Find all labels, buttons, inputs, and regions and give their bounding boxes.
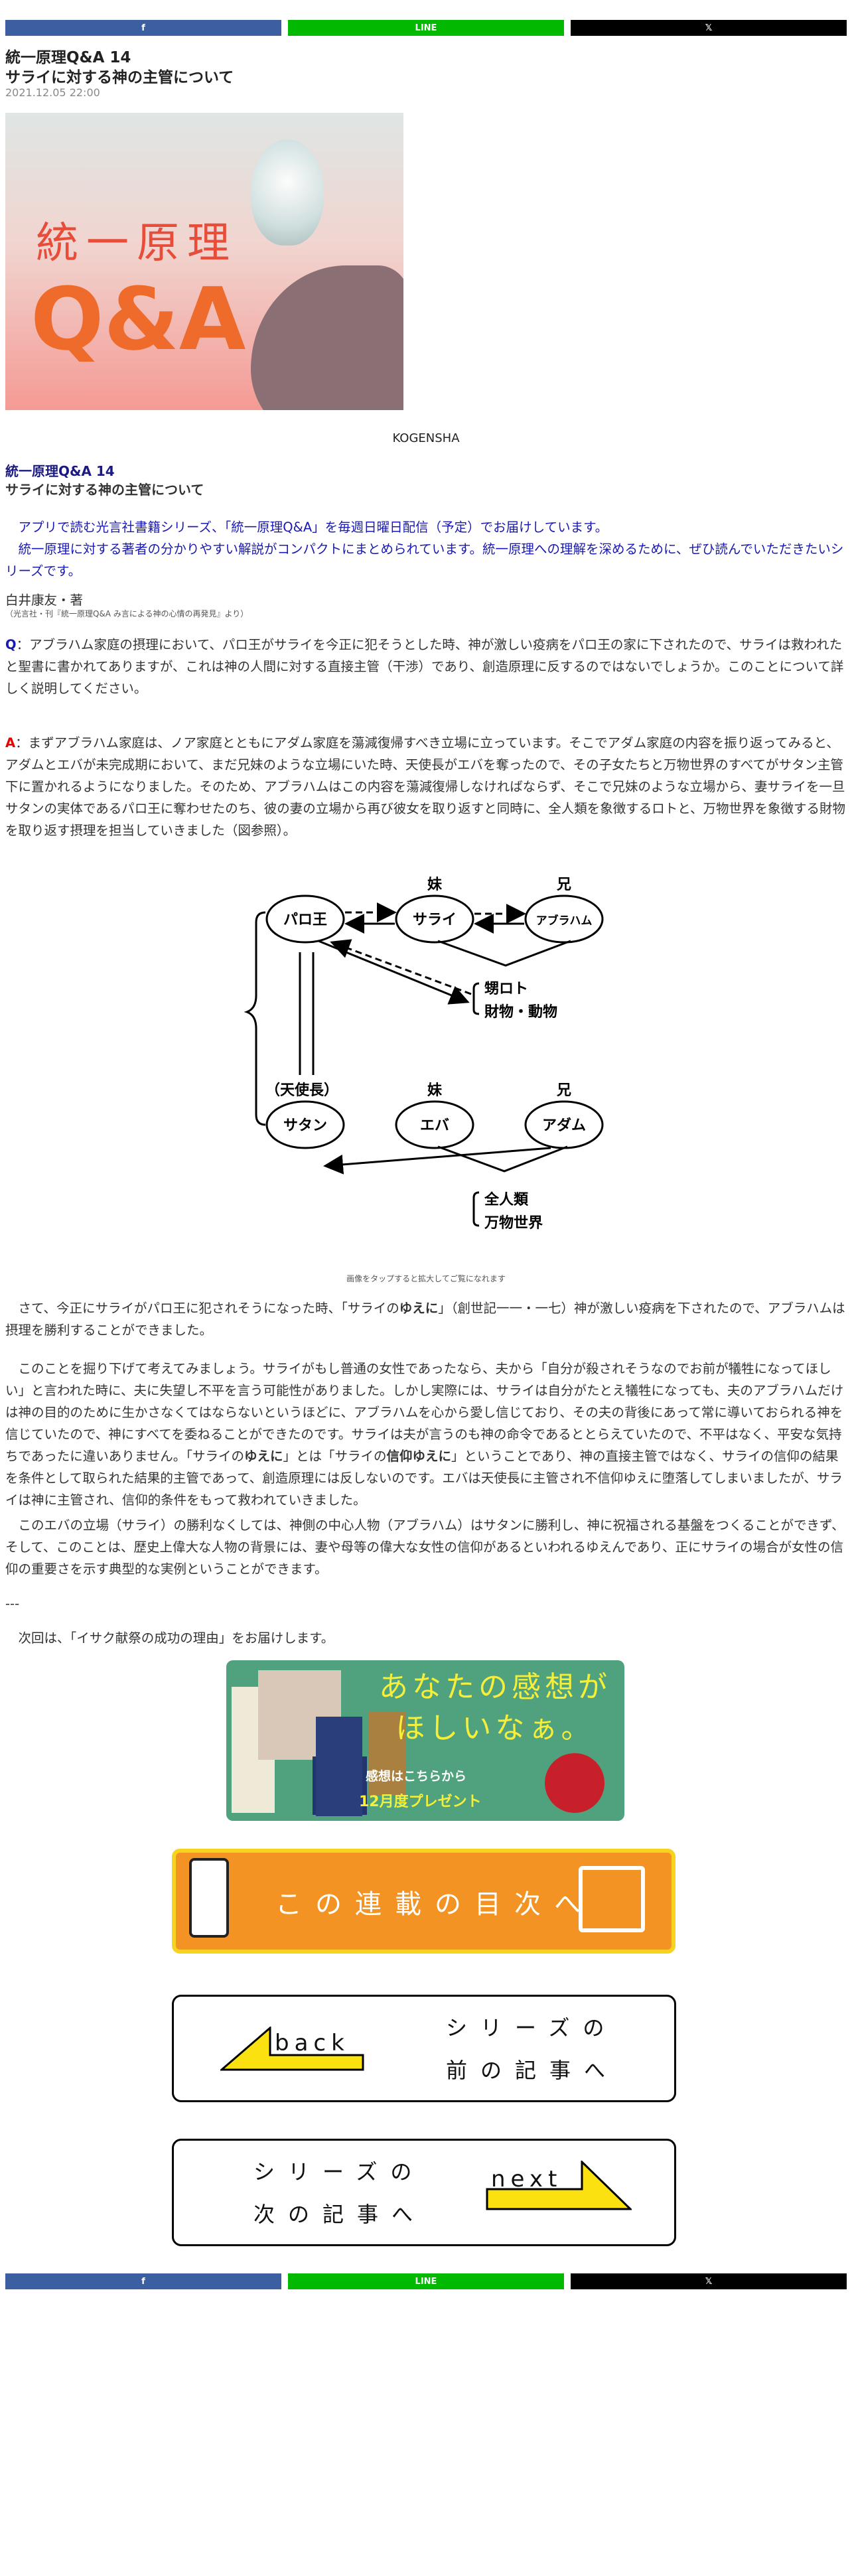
intro-line-2: 統一原理に対する著者の分かりやすい解説がコンパクトにまとめられています。統一原理… [5, 541, 844, 579]
x-share-button[interactable]: 𝕏 [571, 20, 847, 36]
label-world: 万物世界 [484, 1214, 543, 1232]
node-paro: パロ王 [283, 912, 327, 928]
label-imouto-1: 妹 [427, 877, 443, 893]
share-bar-bottom: f LINE 𝕏 [5, 2273, 847, 2289]
emphasis: ゆえに [399, 1301, 439, 1316]
feedback-banner[interactable]: あなたの感想がほしいなぁ。 感想はこちらから 12月度プレゼント [226, 1660, 624, 1821]
hero-text-2: Q&A [31, 269, 246, 370]
prev-text: シリーズの前の記事へ [446, 2007, 618, 2092]
back-arrow-icon [220, 2027, 364, 2071]
poinsettia-icon [545, 1753, 604, 1813]
emphasis: ゆえに [244, 1449, 283, 1464]
author: 白井康友・著 [5, 593, 84, 608]
page-title: 統一原理Q&A 14 サライに対する神の主管について [5, 48, 234, 88]
prev-line-1: シリーズの [446, 2015, 618, 2040]
node-satan: サタン [283, 1117, 327, 1134]
q-text: ：アブラハム家庭の摂理において、パロ王がサライを今正に犯そうとした時、神が激しい… [5, 637, 844, 696]
next-notice: 次回は、「イサク献祭の成功の理由」をお届けします。 [5, 1630, 334, 1646]
facebook-share-button[interactable]: f [5, 2273, 281, 2289]
paragraph-1: さて、今正にサライがパロ王に犯されそうになった時、「サライのゆえに」（創世記一一… [5, 1297, 847, 1341]
text: 」（創世記一一・一七）神が激しい疫病を下されたので、アブラハムは摂理を勝利するこ… [5, 1301, 845, 1338]
text: 」とは「サライの [283, 1449, 387, 1464]
title-line-1: 統一原理Q&A 14 [5, 49, 131, 66]
share-bar-top: f LINE 𝕏 [5, 20, 847, 36]
feedback-present: 12月度プレゼント [359, 1794, 482, 1810]
hero-text-1: 統一原理 [36, 219, 238, 268]
text: 」ということであり、神の直接主管ではなく、サライの信仰の結果を条件として取られた… [5, 1449, 843, 1508]
label-mankind: 全人類 [484, 1191, 529, 1208]
feedback-title: あなたの感想がほしいなぁ。 [369, 1667, 621, 1749]
toc-button[interactable]: この連載の目次へ [172, 1849, 675, 1954]
label-lot: 甥ロト [484, 981, 528, 997]
next-line-1: シリーズの [253, 2159, 425, 2184]
line-share-button[interactable]: LINE [288, 2273, 564, 2289]
next-label: next [491, 2166, 563, 2192]
prev-article-button[interactable]: back シリーズの前の記事へ [172, 1995, 676, 2102]
intro-line-1: アプリで読む光言社書籍シリーズ、「統一原理Q&A」を毎週日曜日配信（予定）でお届… [5, 520, 608, 535]
label-imouto-2: 妹 [427, 1082, 443, 1099]
paragraph-3: このエバの立場（サライ）の勝利なくしては、神側の中心人物（アブラハム）はサタンに… [5, 1518, 845, 1577]
lightbulb-icon [251, 139, 324, 246]
node-eva: エバ [420, 1117, 449, 1134]
label-ani-2: 兄 [556, 1082, 571, 1099]
question: Q：アブラハム家庭の摂理において、パロ王がサライを今正に犯そうとした時、神が激し… [5, 634, 847, 699]
node-adam: アダム [542, 1117, 586, 1134]
next-text: シリーズの次の記事へ [253, 2151, 426, 2236]
next-line-2: 次の記事へ [253, 2202, 427, 2227]
answer: A：まずアブラハム家庭は、ノア家庭とともにアダム家庭を蕩減復帰すべき立場に立って… [5, 732, 847, 841]
separator: --- [5, 1596, 20, 1611]
a-text: ：まずアブラハム家庭は、ノア家庭とともにアダム家庭を蕩減復帰すべき立場に立ってい… [5, 735, 845, 838]
node-sarai: サライ [413, 912, 457, 928]
feedback-title-2: ほしいなぁ。 [395, 1711, 595, 1745]
phone-mascot-icon [189, 1858, 229, 1938]
line-share-button[interactable]: LINE [288, 20, 564, 36]
toc-label: この連載の目次へ [275, 1889, 594, 1920]
prev-line-2: 前の記事へ [446, 2058, 619, 2083]
facebook-share-button[interactable]: f [5, 20, 281, 36]
providence-diagram[interactable]: パロ王 サライ アブラハム 妹 兄 サタン エバ アダム （天使長） 妹 兄 甥… [232, 863, 624, 1261]
image-caption: 画像をタップすると拡大してご覧になれます [346, 1274, 506, 1283]
publish-date: 2021.12.05 22:00 [5, 86, 100, 99]
article-subtitle: サライに対する神の主管について [5, 482, 204, 498]
next-article-button[interactable]: シリーズの次の記事へ next [172, 2139, 676, 2246]
label-goods: 財物・動物 [484, 1003, 557, 1021]
diary-image [369, 1712, 405, 1795]
series-title: 統一原理Q&A 14 [5, 463, 115, 479]
open-book-icon [579, 1866, 645, 1932]
text: このことを掘り下げて考えてみましょう。サライがもし普通の女性であったなら、夫から… [5, 1361, 844, 1464]
emphasis: 信仰ゆえに [386, 1449, 452, 1464]
next-arrow-icon [486, 2161, 632, 2210]
label-tenshi: （天使長） [265, 1082, 338, 1099]
book-cover [316, 1717, 362, 1816]
a-label: A [5, 735, 16, 751]
label-ani-1: 兄 [556, 877, 571, 893]
title-line-2: サライに対する神の主管について [5, 69, 234, 86]
image-credit: KOGENSHA [392, 431, 460, 445]
back-label: back [275, 2030, 350, 2056]
paragraph-2: このことを掘り下げて考えてみましょう。サライがもし普通の女性であったなら、夫から… [5, 1358, 847, 1511]
intro: アプリで読む光言社書籍シリーズ、「統一原理Q&A」を毎週日曜日配信（予定）でお届… [5, 516, 847, 582]
text: さて、今正にサライがパロ王に犯されそうになった時、「サライの [5, 1301, 399, 1316]
feedback-sub: 感想はこちらから [366, 1769, 467, 1784]
feedback-title-1: あなたの感想が [379, 1670, 611, 1704]
hero-image: 統一原理 Q&A [5, 113, 403, 410]
source-note: （光言社・刊『統一原理Q&A み言による神の心情の再発見』より） [5, 609, 249, 618]
node-abraham: アブラハム [536, 914, 593, 928]
x-share-button[interactable]: 𝕏 [571, 2273, 847, 2289]
q-label: Q [5, 637, 17, 652]
hand-image [251, 265, 403, 410]
